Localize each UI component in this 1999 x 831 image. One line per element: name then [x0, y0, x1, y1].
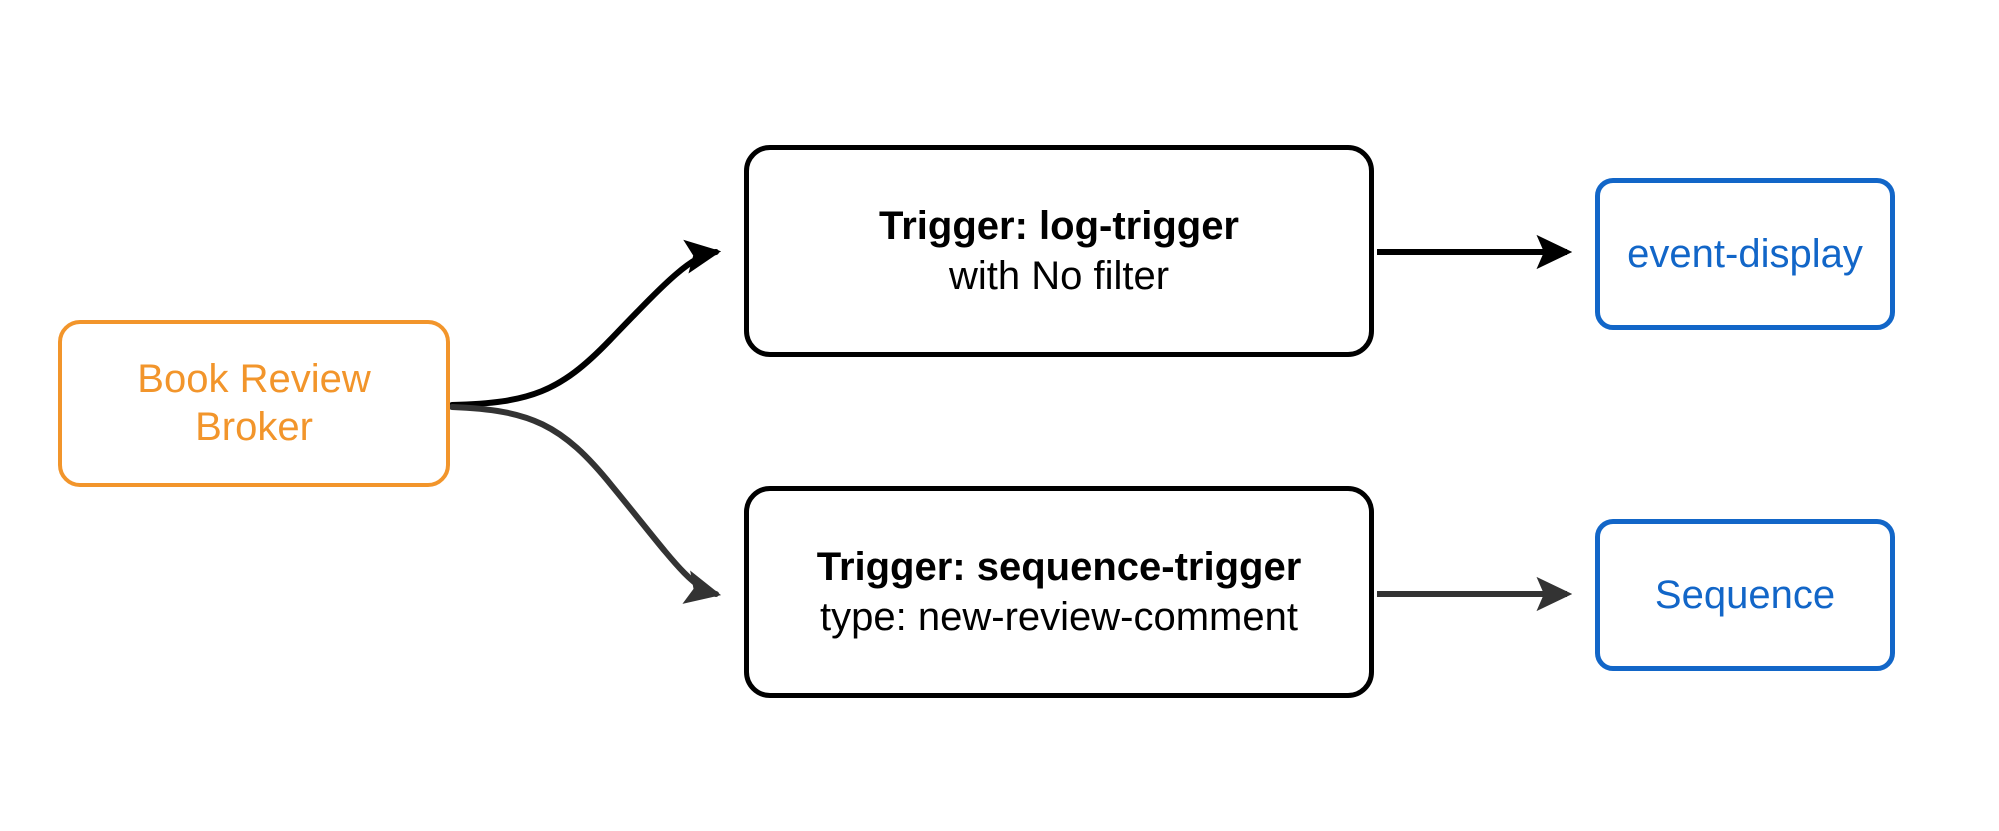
node-sequence[interactable]: Sequence	[1595, 519, 1895, 671]
sequence-label: Sequence	[1654, 573, 1836, 617]
event-display-label: event-display	[1627, 232, 1863, 276]
node-trigger-sequence-trigger[interactable]: Trigger: sequence-trigger type: new-revi…	[744, 486, 1374, 698]
trigger-log-title: Trigger: log-trigger	[879, 204, 1239, 248]
node-event-display[interactable]: event-display	[1595, 178, 1895, 330]
edge-broker-to-log-trigger	[449, 239, 722, 408]
trigger-sequence-subtitle: type: new-review-comment	[820, 595, 1298, 639]
edge-broker-to-sequence-trigger	[449, 404, 722, 604]
broker-label-line-1: Book Review	[137, 357, 371, 402]
node-book-review-broker[interactable]: Book Review Broker	[58, 320, 450, 487]
trigger-log-subtitle: with No filter	[948, 254, 1170, 298]
broker-label-line-2: Broker	[195, 404, 313, 449]
node-trigger-log-trigger[interactable]: Trigger: log-trigger with No filter	[744, 145, 1374, 357]
trigger-sequence-title: Trigger: sequence-trigger	[816, 545, 1302, 589]
